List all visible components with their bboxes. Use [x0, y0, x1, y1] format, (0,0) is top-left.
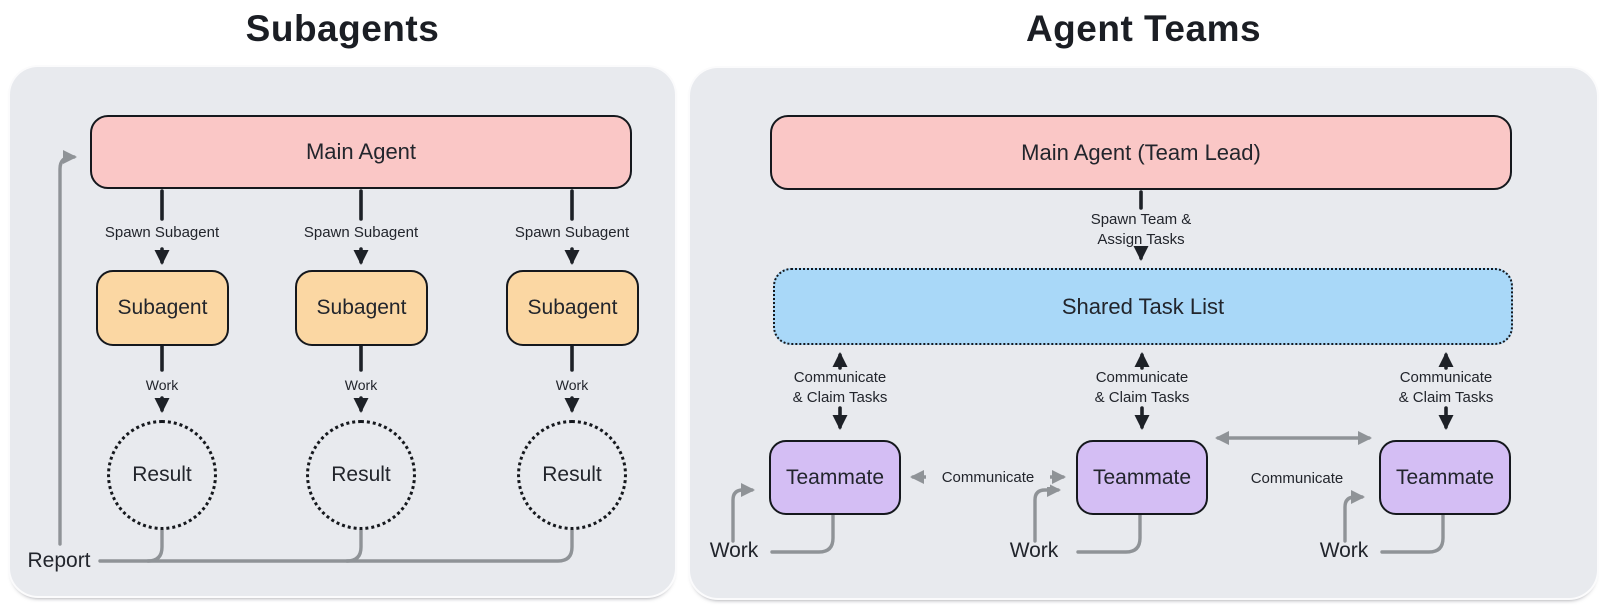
- communicate-label: Communicate: [926, 469, 1050, 487]
- claim-tasks-label: Communicate & Claim Tasks: [1072, 368, 1212, 408]
- work-label: Work: [1319, 539, 1369, 562]
- subagent-node: Subagent: [506, 270, 639, 346]
- subagent-node: Subagent: [96, 270, 229, 346]
- work-label: Work: [145, 377, 179, 393]
- claim-tasks-label-line2: & Claim Tasks: [792, 389, 888, 406]
- claim-tasks-label-line1: Communicate: [1095, 369, 1189, 386]
- teammate-node: Teammate: [1076, 440, 1208, 515]
- subagents-panel: Main Agent Spawn Subagent Spawn Subagent…: [10, 67, 675, 596]
- claim-tasks-label: Communicate & Claim Tasks: [770, 368, 910, 408]
- work-label: Work: [555, 377, 589, 393]
- main-agent-node: Main Agent: [90, 115, 632, 189]
- shared-task-list-node: Shared Task List: [773, 268, 1513, 345]
- subagent-node: Subagent: [295, 270, 428, 346]
- work-label: Work: [1009, 539, 1059, 562]
- claim-tasks-label-line2: & Claim Tasks: [1094, 389, 1190, 406]
- result-node: Result: [306, 420, 416, 530]
- claim-tasks-label-line1: Communicate: [793, 369, 887, 386]
- claim-tasks-label-line1: Communicate: [1399, 369, 1493, 386]
- teammate-node: Teammate: [1379, 440, 1511, 515]
- agent-teams-title: Agent Teams: [1025, 8, 1262, 49]
- result-node: Result: [107, 420, 217, 530]
- spawn-subagent-label: Spawn Subagent: [514, 224, 630, 241]
- claim-tasks-label: Communicate & Claim Tasks: [1376, 368, 1516, 408]
- teammate-node: Teammate: [769, 440, 901, 515]
- spawn-team-label: Spawn Team & Assign Tasks: [1061, 210, 1221, 250]
- result-node: Result: [517, 420, 627, 530]
- work-label: Work: [709, 539, 759, 562]
- team-lead-node: Main Agent (Team Lead): [770, 115, 1512, 190]
- spawn-team-label-line2: Assign Tasks: [1097, 231, 1185, 248]
- communicate-label: Communicate: [1250, 470, 1344, 487]
- agent-teams-panel: Main Agent (Team Lead) Spawn Team & Assi…: [690, 68, 1597, 598]
- subagents-title: Subagents: [245, 8, 440, 49]
- spawn-team-label-line1: Spawn Team &: [1090, 211, 1192, 228]
- work-label: Work: [344, 377, 378, 393]
- report-label: Report: [27, 549, 91, 572]
- spawn-subagent-label: Spawn Subagent: [104, 224, 220, 241]
- claim-tasks-label-line2: & Claim Tasks: [1398, 389, 1494, 406]
- spawn-subagent-label: Spawn Subagent: [303, 224, 419, 241]
